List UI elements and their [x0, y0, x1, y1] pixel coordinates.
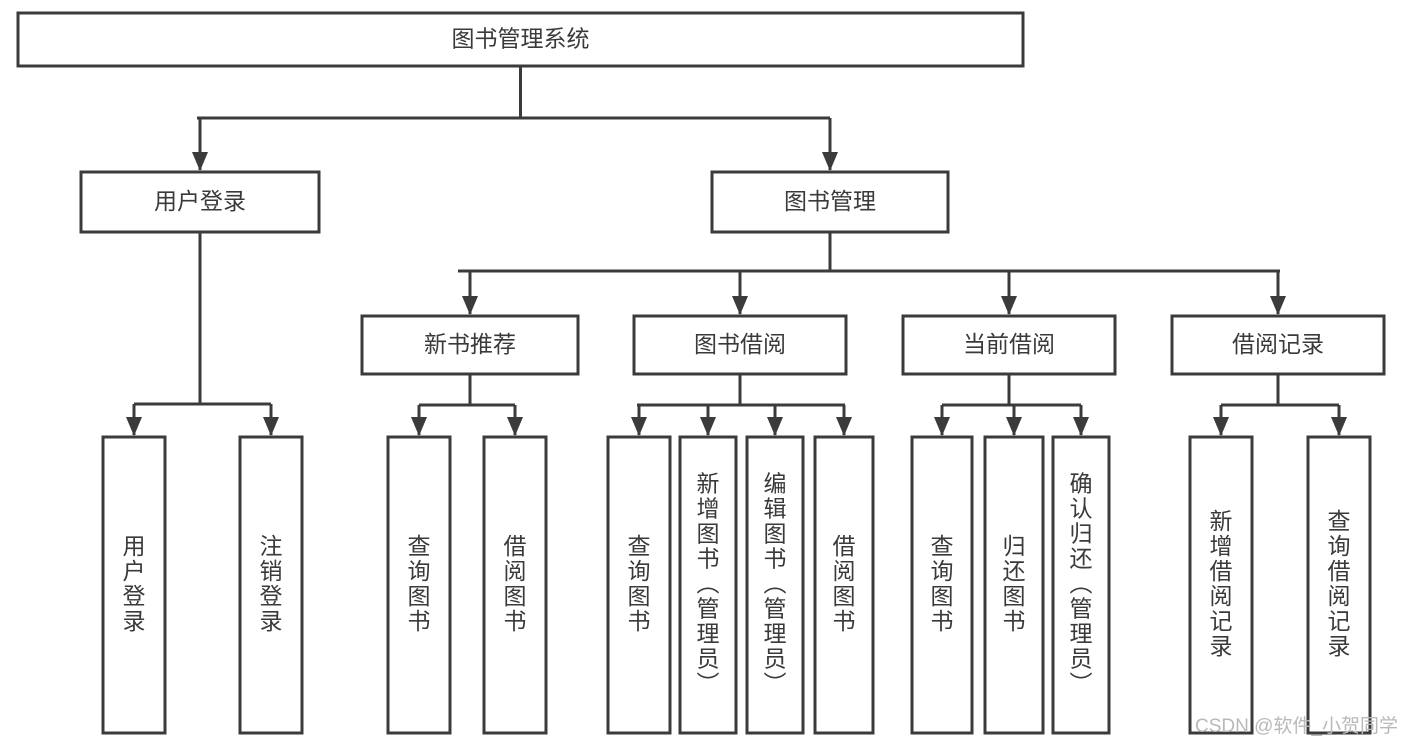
- node-box: [238, 435, 304, 735]
- connectors-layer: [126, 66, 1347, 436]
- leaf-node-add-borrow-record[interactable]: 新增借阅记录: [1188, 435, 1254, 735]
- level3-node-borrow-records[interactable]: 借阅记录: [1170, 314, 1386, 376]
- node-label: 查询借阅记录: [1328, 508, 1351, 659]
- leaf-node-borrow-books[interactable]: 借阅图书: [813, 435, 875, 735]
- arrow-to-logout: [263, 417, 279, 436]
- leaf-node-logout[interactable]: 注销登录: [238, 435, 304, 735]
- arrow-to-book-borrowing: [732, 296, 748, 315]
- node-label: 图书借阅: [694, 331, 786, 357]
- level3-node-current-borrowing[interactable]: 当前借阅: [901, 314, 1117, 376]
- arrow-to-book-management: [822, 152, 838, 171]
- arrow-to-user-login: [192, 152, 208, 171]
- node-box: [1051, 435, 1111, 735]
- node-label: 注销登录: [260, 533, 283, 634]
- node-box: [1306, 435, 1372, 735]
- level3-node-new-book-recommendation[interactable]: 新书推荐: [360, 314, 580, 376]
- node-label: 图书管理: [784, 188, 876, 214]
- node-box: [606, 435, 672, 735]
- node-label: 当前借阅: [963, 331, 1055, 357]
- csdn-watermark: CSDN @软件_小贺同学: [1195, 715, 1398, 737]
- node-label: 归还图书: [1003, 533, 1026, 634]
- arrow-to-query-books: [411, 417, 427, 436]
- arrow-to-query-borrow-record: [1331, 417, 1347, 436]
- arrow-to-current-borrowing: [1001, 296, 1017, 315]
- arrow-to-return-books: [1006, 417, 1022, 436]
- arrow-to-query-books: [934, 417, 950, 436]
- node-box: [901, 314, 1117, 376]
- arrow-to-query-books: [631, 417, 647, 436]
- leaf-node-query-books[interactable]: 查询图书: [386, 435, 452, 735]
- node-label: 用户登录: [123, 533, 146, 634]
- leaf-node-borrow-books[interactable]: 借阅图书: [482, 435, 548, 735]
- level2-node-book-management[interactable]: 图书管理: [710, 170, 950, 234]
- node-label: 借阅图书: [833, 533, 856, 634]
- node-label: 新增图书︵管理员︶: [697, 471, 720, 697]
- node-box: [910, 435, 974, 735]
- arrow-to-borrow-books: [507, 417, 523, 436]
- leaf-node-confirm-return-admin[interactable]: 确认归还︵管理员︶: [1051, 435, 1111, 735]
- node-label: 查询图书: [931, 533, 954, 634]
- arrow-to-user-login: [126, 417, 142, 436]
- node-box: [79, 170, 321, 234]
- node-label: 查询图书: [628, 533, 651, 634]
- node-label: 编辑图书︵管理员︶: [764, 471, 787, 697]
- node-label: 新增借阅记录: [1210, 508, 1233, 659]
- node-label: 新书推荐: [424, 331, 516, 357]
- node-box: [678, 435, 738, 735]
- arrow-to-borrow-books: [836, 417, 852, 436]
- node-label: 借阅图书: [504, 533, 527, 634]
- node-box: [482, 435, 548, 735]
- leaf-node-return-books[interactable]: 归还图书: [983, 435, 1045, 735]
- node-box: [16, 11, 1025, 68]
- node-label: 图书管理系统: [452, 26, 590, 52]
- leaf-node-query-books[interactable]: 查询图书: [910, 435, 974, 735]
- leaf-node-query-borrow-record[interactable]: 查询借阅记录: [1306, 435, 1372, 735]
- node-box: [710, 170, 950, 234]
- node-box: [360, 314, 580, 376]
- level2-node-user-login[interactable]: 用户登录: [79, 170, 321, 234]
- level3-node-book-borrowing[interactable]: 图书借阅: [632, 314, 848, 376]
- leaf-node-add-book-admin[interactable]: 新增图书︵管理员︶: [678, 435, 738, 735]
- node-box: [1170, 314, 1386, 376]
- arrow-to-confirm-return-admin: [1073, 417, 1089, 436]
- node-box: [983, 435, 1045, 735]
- leaf-node-edit-book-admin[interactable]: 编辑图书︵管理员︶: [745, 435, 805, 735]
- arrow-to-edit-book-admin: [767, 417, 783, 436]
- node-label: 用户登录: [154, 188, 246, 214]
- node-box: [813, 435, 875, 735]
- node-label: 借阅记录: [1232, 331, 1324, 357]
- root-node-book-management-system[interactable]: 图书管理系统: [16, 11, 1025, 68]
- leaf-node-query-books[interactable]: 查询图书: [606, 435, 672, 735]
- node-box: [632, 314, 848, 376]
- arrow-to-new-book-recommendation: [462, 296, 478, 315]
- nodes-layer: 图书管理系统用户登录图书管理新书推荐图书借阅当前借阅借阅记录用户登录注销登录查询…: [16, 11, 1386, 735]
- arrow-to-borrow-records: [1270, 296, 1286, 315]
- arrow-to-add-book-admin: [700, 417, 716, 436]
- node-label: 查询图书: [408, 533, 431, 634]
- arrow-to-add-borrow-record: [1213, 417, 1229, 436]
- node-box: [1188, 435, 1254, 735]
- node-box: [386, 435, 452, 735]
- leaf-node-user-login[interactable]: 用户登录: [101, 435, 167, 735]
- node-box: [745, 435, 805, 735]
- node-label: 确认归还︵管理员︶: [1070, 471, 1093, 697]
- node-box: [101, 435, 167, 735]
